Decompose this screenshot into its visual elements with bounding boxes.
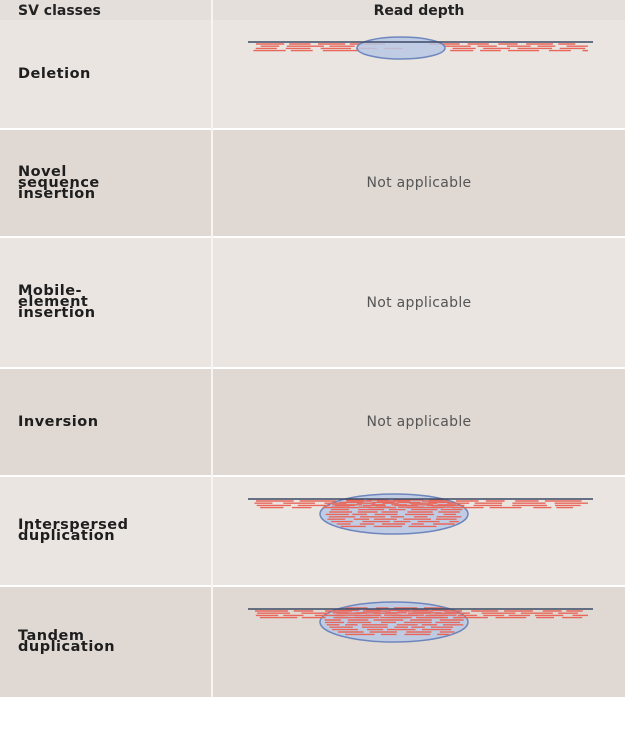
row-label-tandem-duplication: Tandem duplication [18,628,116,655]
row-label-inversion: Inversion [18,413,99,430]
deletion-region-highlight [356,36,446,60]
row-label-mobile-element-insertion: Mobile- element insertion [18,283,96,321]
not-applicable-text: Not applicable [366,175,472,191]
header-sv-classes: SV classes [0,0,211,20]
not-applicable-text: Not applicable [366,294,472,311]
row-mobile-element-insertion: Mobile- element insertion Not applicable [0,238,625,367]
tandem-duplication-read-depth-diagram [248,601,593,643]
row-tandem-duplication: Tandem duplication [0,587,625,697]
row-label-interspersed-duplication: Interspersed duplication [18,517,129,544]
not-applicable-text: Not applicable [366,414,472,430]
column-divider [211,0,213,697]
deletion-read-depth-diagram [248,36,593,60]
read-depth-cell-tandem-duplication [213,587,625,697]
read-depth-cell-interspersed-duplication [213,477,625,585]
row-interspersed-duplication: Interspersed duplication [0,477,625,585]
sv-classes-table: SV classes Read depth Deletion Novel seq… [0,0,625,697]
header-read-depth: Read depth [213,0,625,20]
reads-layer [254,499,588,528]
reads-layer [254,607,588,636]
read-depth-cell-deletion [213,20,625,128]
reads-left [253,43,588,52]
row-deletion: Deletion [0,20,625,128]
row-inversion: Inversion Not applicable [0,369,625,475]
row-label-novel-sequence-insertion: Novel sequence insertion [18,163,100,202]
row-label-deletion: Deletion [18,65,91,82]
row-novel-sequence-insertion: Novel sequence insertion Not applicable [0,130,625,236]
interspersed-duplication-read-depth-diagram [248,493,593,535]
